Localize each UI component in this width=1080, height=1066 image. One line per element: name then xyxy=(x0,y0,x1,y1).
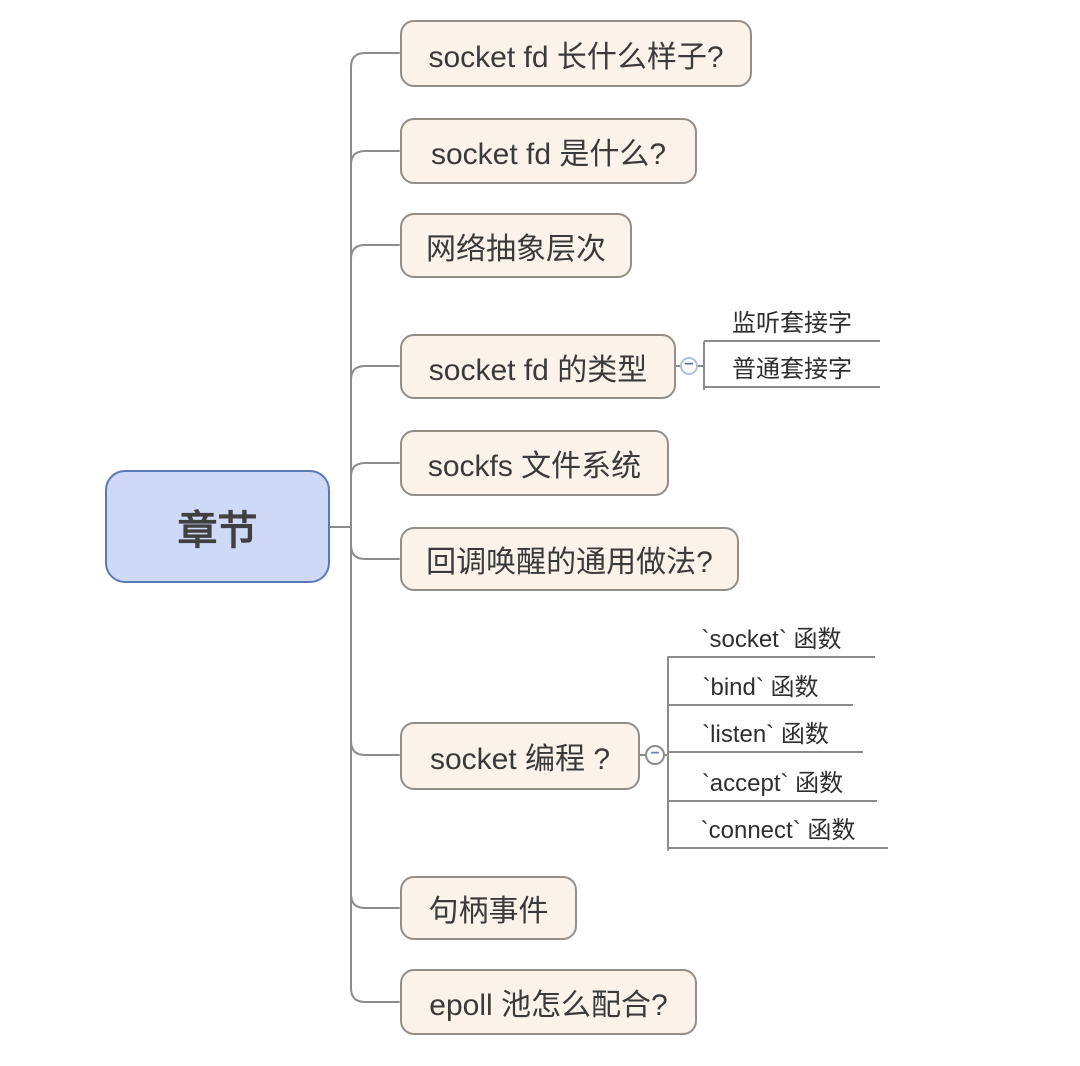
subtopic-listening-socket[interactable]: 监听套接字 xyxy=(704,308,880,342)
subtopic-accept-function[interactable]: `accept` 函数 xyxy=(668,768,877,802)
topic-callback-wakeup[interactable]: 回调唤醒的通用做法? xyxy=(400,527,739,591)
branch-connector xyxy=(350,52,400,68)
branch-connector xyxy=(350,987,400,1003)
topic-socket-fd-what[interactable]: socket fd 是什么? xyxy=(400,118,697,184)
subtopic-normal-socket[interactable]: 普通套接字 xyxy=(704,354,880,388)
topic-sockfs-filesystem[interactable]: sockfs 文件系统 xyxy=(400,430,669,496)
branch-connector xyxy=(350,462,400,478)
branch-connector xyxy=(350,893,400,909)
topic-socket-fd-types[interactable]: socket fd 的类型 xyxy=(400,334,676,399)
subtopic-bind-function[interactable]: `bind` 函数 xyxy=(668,672,853,706)
subtopic-listen-function[interactable]: `listen` 函数 xyxy=(668,719,863,753)
branch-connector xyxy=(350,740,400,756)
subtopic-connect-function[interactable]: `connect` 函数 xyxy=(668,815,888,849)
branch-connector xyxy=(350,244,400,260)
topic-network-abstraction-layers[interactable]: 网络抽象层次 xyxy=(400,213,632,278)
topic-socket-programming[interactable]: socket 编程 ? xyxy=(400,722,640,790)
collapse-button-socket-fd-types[interactable]: − xyxy=(680,357,698,375)
collapse-button-socket-programming[interactable]: − xyxy=(645,745,665,765)
topic-handle-events[interactable]: 句柄事件 xyxy=(400,876,577,940)
topic-socket-fd-appearance[interactable]: socket fd 长什么样子? xyxy=(400,20,752,87)
minus-icon: − xyxy=(650,745,660,762)
topic-epoll-pool[interactable]: epoll 池怎么配合? xyxy=(400,969,697,1035)
root-topic[interactable]: 章节 xyxy=(105,470,330,583)
subtopic-socket-function[interactable]: `socket` 函数 xyxy=(668,624,875,658)
branch-connector xyxy=(350,544,400,560)
branch-connector xyxy=(350,150,400,166)
branch-connector xyxy=(350,365,400,381)
minus-icon: − xyxy=(684,356,694,373)
